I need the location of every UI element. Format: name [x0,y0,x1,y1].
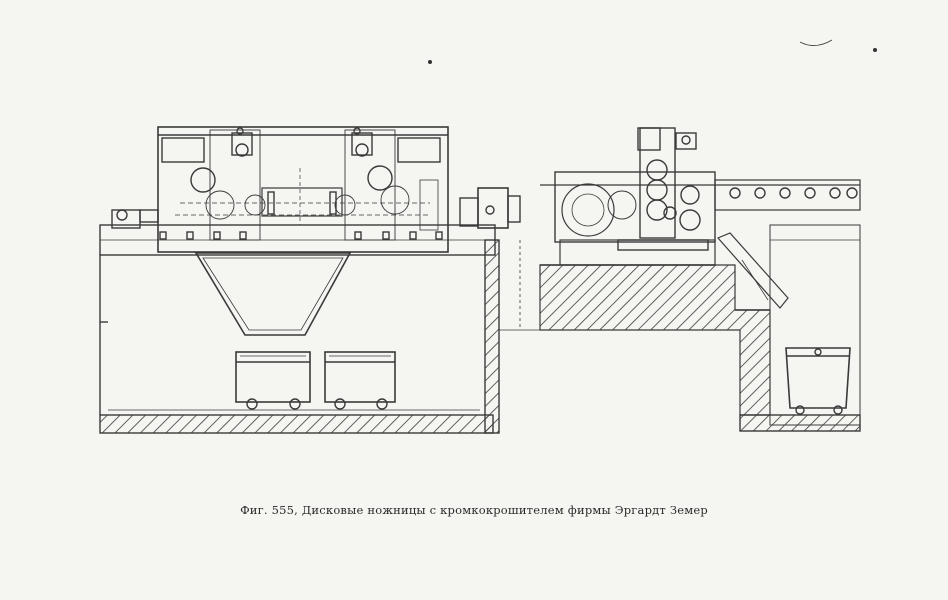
technical-drawing [99,39,877,434]
right-foundation [539,264,861,432]
scrap-trolley-1 [235,351,311,410]
shears-assembly [99,126,521,256]
figure-caption: Фиг. 555, Дисковые ножницы с кромкокроши… [0,503,948,517]
scrap-trolley-3 [785,347,851,415]
scrap-hopper [194,252,352,336]
left-pit [99,239,500,434]
caption-text: Фиг. 555, Дисковые ножницы с кромкокроши… [240,503,708,517]
scrap-trolley-2 [324,351,396,410]
